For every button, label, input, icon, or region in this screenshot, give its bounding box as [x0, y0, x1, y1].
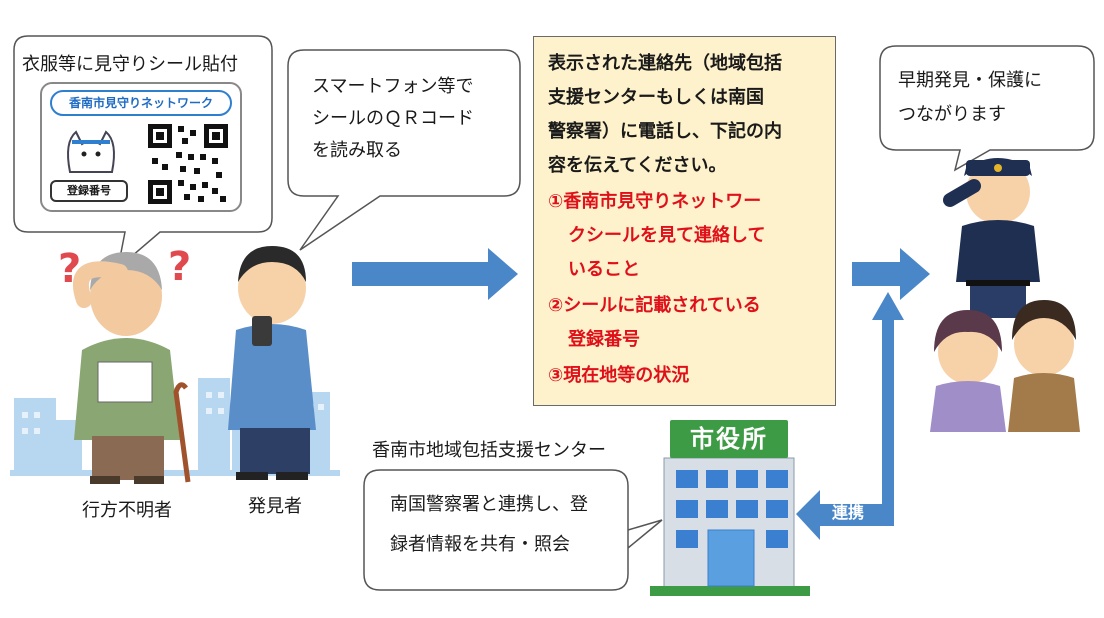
bubble-center-line-2: 録者情報を共有・照会 [390, 534, 570, 555]
note-item-2-line-1: ②シールに記載されている [548, 295, 761, 316]
bubble-scan-line-2: シールのＱＲコード [312, 108, 474, 129]
qr-code-icon [146, 122, 230, 206]
watch-sticker: 香南市見守りネットワーク 登録番号 [40, 82, 242, 212]
bubble-police-line-2: つながります [898, 104, 1006, 125]
center-label: 香南市地域包括支援センター [372, 440, 606, 461]
instruction-note: 表示された連絡先（地域包括 支援センターもしくは南国 警察署）に電話し、下記の内… [533, 36, 836, 406]
note-intro-line-1: 表示された連絡先（地域包括 [548, 53, 782, 74]
arrow-right-2 [852, 248, 930, 300]
finder-illustration [228, 246, 316, 480]
city-hall-illustration [650, 457, 810, 596]
sticker-title: 香南市見守りネットワーク [50, 90, 232, 116]
bubble-center-shape [363, 469, 663, 591]
dog-mascot-icon [67, 130, 115, 173]
city-hall-sign: 市役所 [670, 420, 788, 458]
family-illustration [930, 300, 1080, 432]
note-item-2-line-2: 登録番号 [568, 329, 640, 350]
bubble-police-line-1: 早期発見・保護に [898, 70, 1042, 91]
arrow-right-1 [352, 248, 518, 300]
note-item-1-line-3: いること [568, 259, 640, 280]
note-intro-line-3: 警察署）に電話し、下記の内 [548, 121, 782, 142]
bubble-scan-line-3: を読み取る [312, 140, 402, 161]
note-intro-line-2: 支援センターもしくは南国 [548, 87, 764, 108]
question-mark-right: ? [168, 244, 191, 290]
note-item-3-line-1: ③現在地等の状況 [548, 365, 690, 386]
note-item-1-line-1: ①香南市見守りネットワー [548, 191, 762, 212]
note-intro-line-4: 容を伝えてください。 [548, 155, 727, 176]
police-officer-illustration [943, 158, 1040, 318]
finder-label: 発見者 [248, 496, 302, 517]
missing-person-illustration: ? ? [58, 244, 191, 484]
missing-person-label: 行方不明者 [82, 500, 172, 521]
sticker-registration-label: 登録番号 [50, 180, 128, 202]
sticker-caption: 衣服等に見守りシール貼付 [22, 54, 238, 75]
arrow-cooperation [796, 292, 904, 540]
bubble-scan-shape [287, 49, 521, 251]
cooperation-label: 連携 [832, 503, 865, 522]
note-item-1-line-2: クシールを見て連絡して [568, 225, 766, 246]
bubble-scan-line-1: スマートフォン等で [312, 76, 474, 97]
bubble-center-line-1: 南国警察署と連携し、登 [390, 494, 588, 515]
